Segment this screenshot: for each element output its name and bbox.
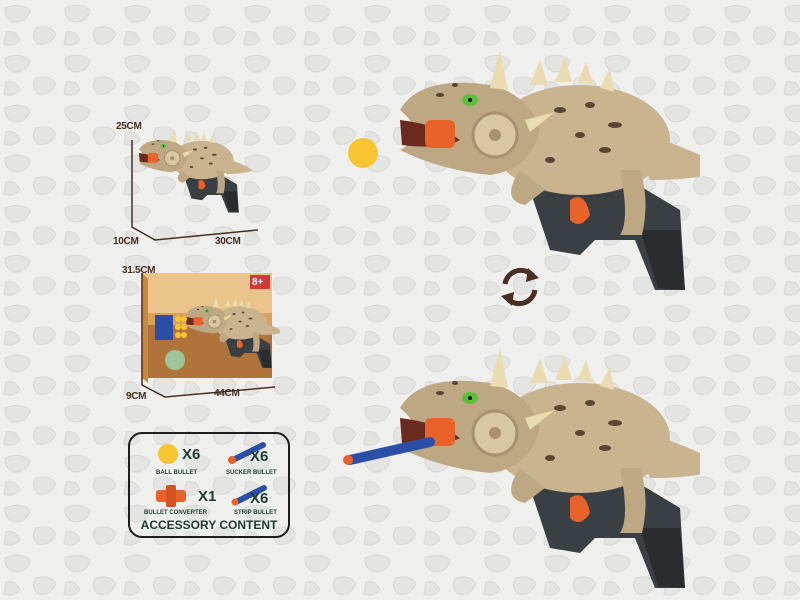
ball-bullet-label: BALL BULLET [156,470,198,476]
ball-bullet-icon [158,444,178,464]
box-height-label: 31.5CM [122,265,156,276]
dino-gun-ball-mode-image [348,48,700,292]
sucker-bullet-qty: X6 [250,448,269,465]
strip-bullet-projectile [345,437,435,465]
box-dimension-diagram [141,273,280,398]
gun-length-label: 30CM [215,236,241,247]
small-dino-gun-image [138,127,254,214]
accessory-content-panel: X6 BALL BULLET X6 SUCKER BULLET X1 BULLE… [128,432,290,538]
strip-bullet-qty: X6 [250,490,269,507]
sucker-bullet-icon [228,442,266,464]
bullet-converter-qty: X1 [198,488,217,505]
product-box-image [142,273,280,383]
box-depth-label: 9CM [126,391,147,402]
ball-bullet-projectile [348,138,378,168]
swap-arrows-icon [501,267,539,307]
dino-gun-dart-mode-image [343,346,700,590]
bullet-converter-label: BULLET CONVERTER [144,510,207,516]
strip-bullet-icon [231,485,267,506]
sucker-bullet-label: SUCKER BULLET [226,470,277,476]
box-length-label: 44CM [214,388,240,399]
gun-depth-label: 10CM [113,236,139,247]
accessory-title: ACCESSORY CONTENT [140,518,278,532]
ball-bullet-qty: X6 [182,446,201,463]
age-badge: 8+ [252,277,264,288]
gun-height-label: 25CM [116,121,142,132]
gun-dimension-diagram [131,127,259,241]
bullet-converter-icon [156,485,186,507]
strip-bullet-label: STRIP BULLET [234,510,277,516]
